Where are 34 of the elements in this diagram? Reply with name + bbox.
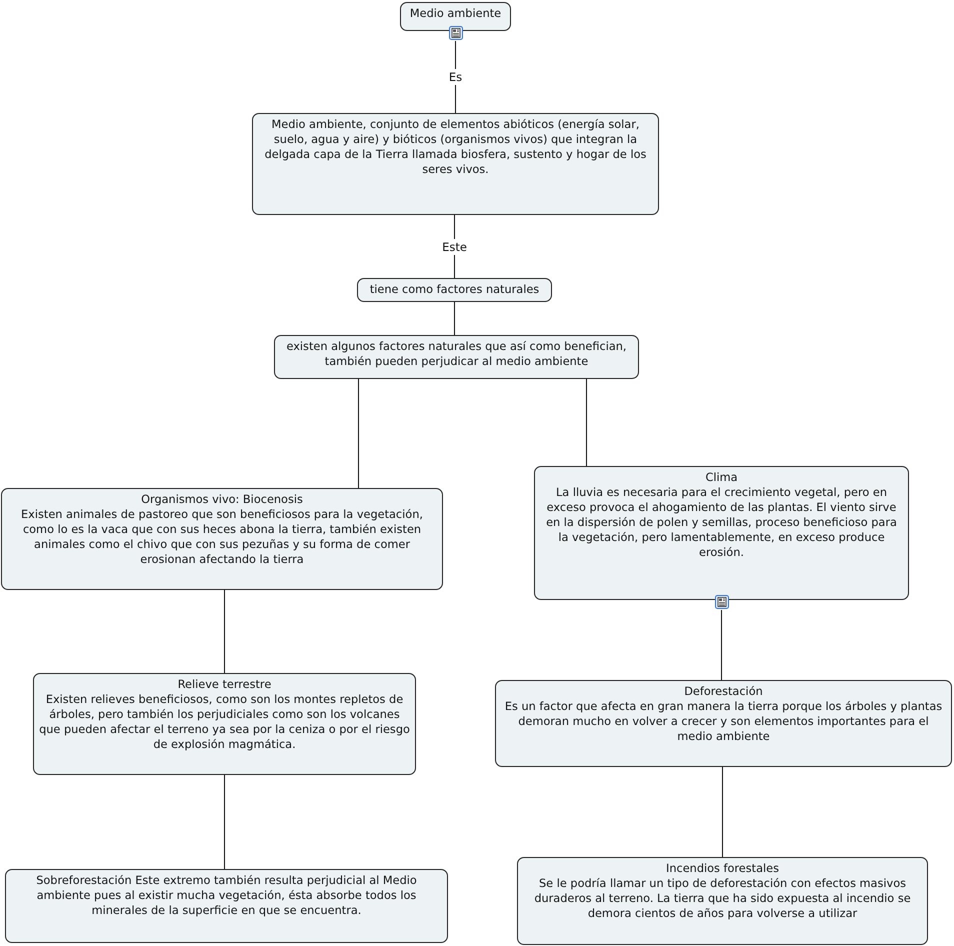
concept-text: existen algunos factores naturales que así como benefician, también pueden perjudicar al medio ambiente xyxy=(285,339,628,369)
concept-box xyxy=(252,113,659,215)
concept-heading: Relieve terrestre xyxy=(176,677,272,692)
connector-line xyxy=(455,40,456,114)
concept-heading: Deforestación xyxy=(683,684,764,699)
connector-line xyxy=(586,378,587,466)
concept-heading: Incendios forestales xyxy=(665,861,780,876)
concept-text: Medio ambiente, conjunto de elementos abióticos (energía solar, suelo, agua y aire) y bióticos (organismos vivos) que integran la delgada capa de la Tierra llamada biosfera, sustento y hogar de los seres vivos. xyxy=(264,117,648,177)
concept-box xyxy=(534,466,909,600)
concept-text: Sobreforestación Este extremo también resulta perjudicial al Medio ambiente pues al existir mucha vegetación, ésta absorbe todos los minerales de la superficie en que se encuentra. xyxy=(35,873,418,918)
concept-text: Existen relieves beneficiosos, como son los montes repletos de árboles, pero también los perjudiciales como son los volcanes que pueden afectar el terreno ya sea por la ceniza o por el riesgo de explosión magmática. xyxy=(39,692,410,752)
concept-text: Medio ambiente xyxy=(408,6,502,21)
connector-line xyxy=(224,774,225,870)
concept-box xyxy=(517,857,928,945)
concept-box xyxy=(400,2,511,31)
concept-box xyxy=(1,488,443,590)
concept-heading: Clima xyxy=(704,470,739,485)
edge-label: Este xyxy=(440,238,469,254)
connector-line xyxy=(722,766,723,858)
concept-box xyxy=(274,335,639,379)
concept-box xyxy=(357,278,552,302)
concept-box xyxy=(495,680,952,767)
connector-line xyxy=(224,590,225,674)
concept-box xyxy=(5,869,448,943)
concept-text: Se le podría llamar un tipo de deforestación con efectos masivos duraderos al terreno. La tierra que ha sido expuesta al incendio se demora cientos de años para volverse a utilizar xyxy=(533,876,912,921)
concept-text: tiene como factores naturales xyxy=(368,282,540,297)
concept-text: Es un factor que afecta en gran manera la tierra porque los árboles y plantas demoran mucho en volver a crecer y son elementos importantes para el medio ambiente xyxy=(504,699,944,744)
connector-line xyxy=(721,610,722,680)
connector-line xyxy=(358,378,359,488)
concept-text: Existen animales de pastoreo que son beneficiosos para la vegetación, como lo es la vaca que con sus heces abona la tierra, también existen animales como el chivo que con sus pezuñas y su forma de comer erosionan afectando la tierra xyxy=(20,507,424,567)
concept-text: La lluvia es necesaria para el crecimiento vegetal, pero en exceso provoca el ahogamiento de las plantas. El viento sirve en la dispersión de polen y semillas, proceso beneficioso para la vegetación, pero lamentablemente, en exceso produce erosión. xyxy=(545,485,898,560)
concept-box xyxy=(33,673,416,775)
concept-heading: Organismos vivo: Biocenosis xyxy=(140,492,304,507)
connector-line xyxy=(454,302,455,336)
